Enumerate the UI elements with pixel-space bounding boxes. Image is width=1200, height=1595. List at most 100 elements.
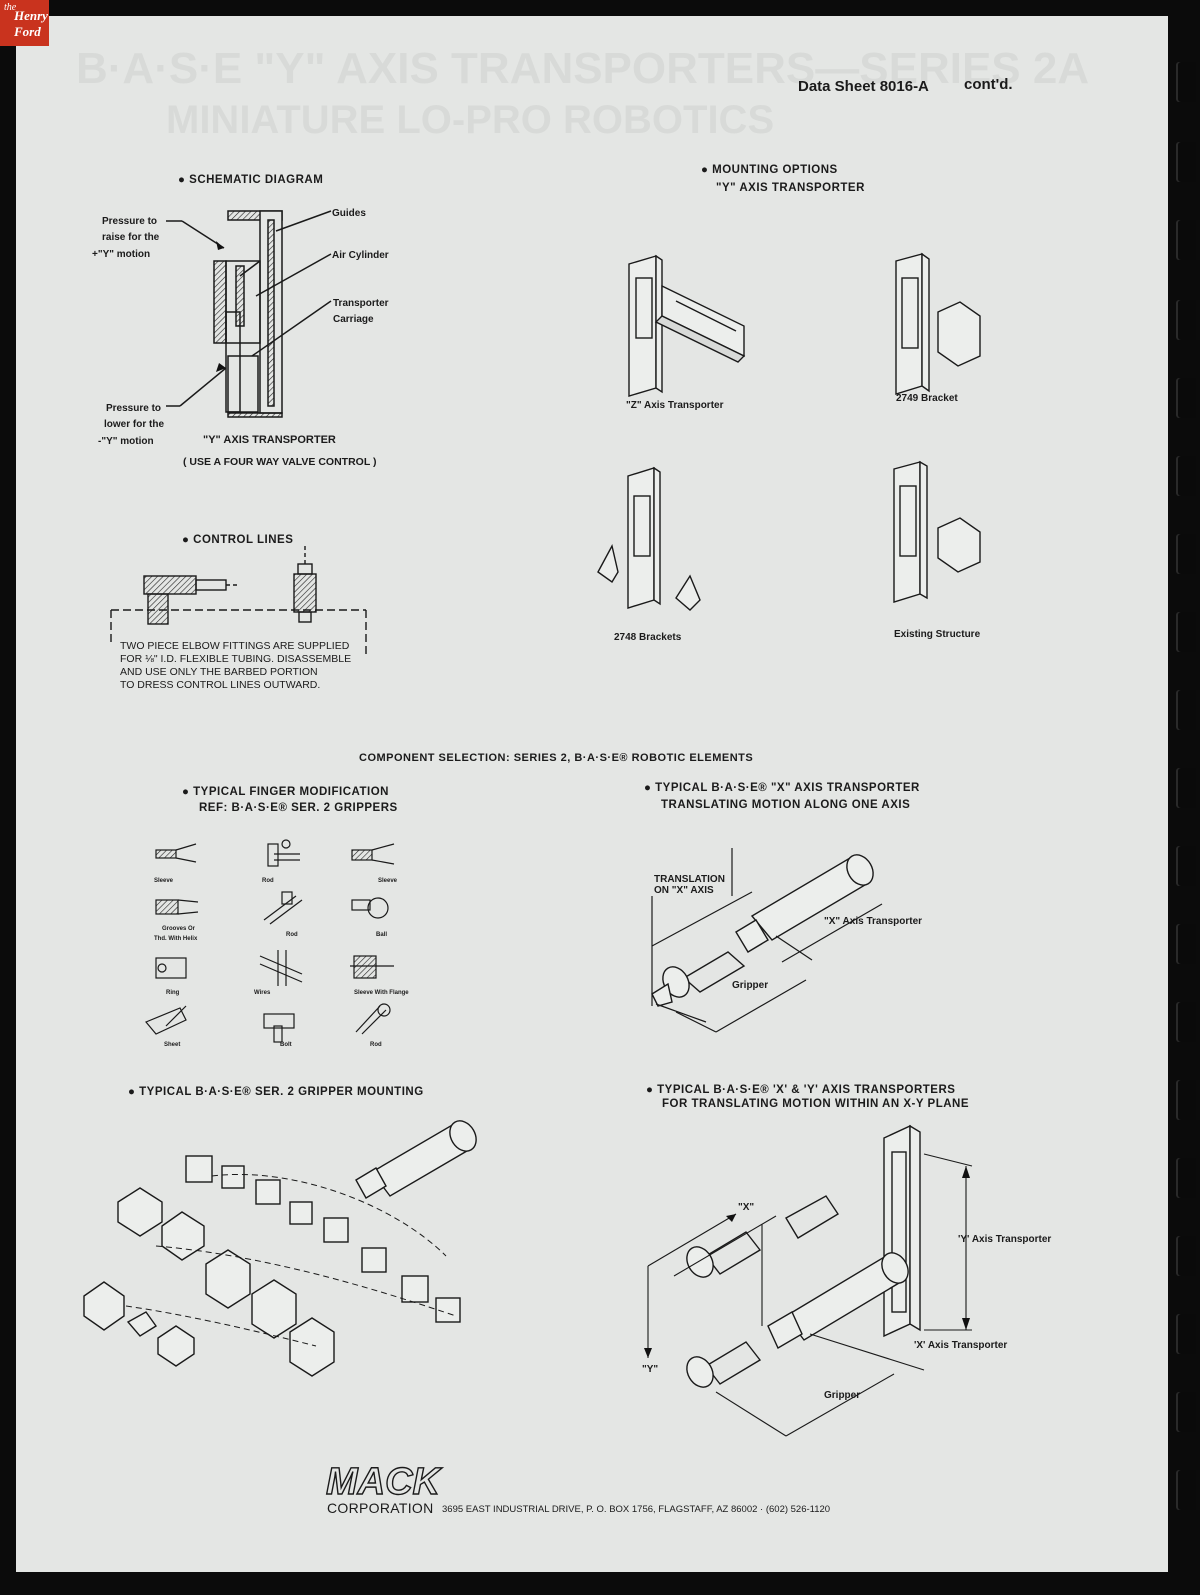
xy-gripper-label: Gripper	[824, 1390, 861, 1401]
air-cylinder-label: Air Cylinder	[332, 250, 389, 261]
transporter-label-1: Transporter	[333, 298, 389, 309]
finger-label-bolt: Bolt	[280, 1042, 292, 1048]
y-axis-caption: "Y" AXIS TRANSPORTER	[203, 434, 336, 446]
binder-ring	[1178, 142, 1196, 182]
gripper-mounting-heading: ● TYPICAL B·A·S·E® SER. 2 GRIPPER MOUNTI…	[128, 1086, 424, 1098]
schematic-heading: ● SCHEMATIC DIAGRAM	[178, 174, 324, 186]
finger-label-sleeve-2: Sleeve	[378, 878, 398, 884]
component-selection-heading: COMPONENT SELECTION: SERIES 2, B·A·S·E® …	[359, 752, 754, 764]
control-note-3: AND USE ONLY THE BARBED PORTION	[120, 666, 318, 678]
rod-finger-3	[355, 1003, 391, 1035]
y-axis-transporter-label: 'Y' Axis Transporter	[958, 1234, 1052, 1245]
sheet-title: Data Sheet 8016-A	[798, 78, 929, 95]
finger-label-rod-3: Rod	[370, 1042, 382, 1048]
valve-note: ( USE A FOUR WAY VALVE CONTROL )	[183, 456, 377, 468]
binder-ring	[1178, 534, 1196, 574]
binder-ring	[1178, 1392, 1196, 1432]
control-lines-heading: ● CONTROL LINES	[182, 534, 294, 546]
watermark-ford: Ford	[14, 24, 41, 39]
binder-ring	[1178, 1470, 1196, 1510]
wires-finger	[259, 950, 303, 986]
mounting-heading: ● MOUNTING OPTIONS	[701, 164, 838, 176]
rod-finger-2	[263, 891, 303, 925]
binder-ring	[1178, 1158, 1196, 1198]
gripper-bodies	[83, 1187, 335, 1377]
mounting-plates-row-1	[185, 1155, 461, 1323]
control-lines-heading-text: CONTROL LINES	[193, 534, 294, 546]
mounting-heading-text: MOUNTING OPTIONS	[712, 164, 838, 176]
control-note-4: TO DRESS CONTROL LINES OUTWARD.	[120, 679, 321, 691]
pressure-raise-label-2: raise for the	[102, 232, 160, 243]
binder-ring	[1178, 612, 1196, 652]
x-axis-gripper-label: Gripper	[732, 980, 769, 991]
sleeve-flange-finger	[350, 955, 394, 979]
footer-address: 3695 EAST INDUSTRIAL DRIVE, P. O. BOX 17…	[442, 1504, 831, 1515]
binder-ring	[1178, 1080, 1196, 1120]
finger-label-rod-2: Rod	[286, 932, 298, 938]
bracket-2749-label: 2749 Bracket	[896, 393, 958, 404]
finger-heading: ● TYPICAL FINGER MODIFICATION	[182, 786, 389, 798]
sleeve-finger-2	[351, 843, 395, 865]
xy-axis-subheading: FOR TRANSLATING MOTION WITHIN AN X-Y PLA…	[662, 1098, 969, 1110]
xy-x-label: "X"	[738, 1202, 755, 1213]
finger-subheading: REF: B·A·S·E® SER. 2 GRIPPERS	[199, 802, 398, 814]
x-axis-transporter-label: "X" Axis Transporter	[824, 916, 923, 927]
ring-finger	[155, 957, 187, 979]
sheet-cont: cont'd.	[964, 76, 1013, 93]
xy-axis-heading: ● TYPICAL B·A·S·E® 'X' & 'Y' AXIS TRANSP…	[646, 1084, 956, 1096]
finger-label-grooves-2: Thd. With Helix	[154, 936, 198, 942]
pressure-lower-label-3: -"Y" motion	[98, 436, 154, 447]
binder-ring	[1178, 690, 1196, 730]
control-note-1: TWO PIECE ELBOW FITTINGS ARE SUPPLIED	[120, 640, 350, 652]
translation-label-2: ON "X" AXIS	[654, 885, 714, 896]
binder-ring	[1178, 768, 1196, 808]
pressure-raise-label-1: Pressure to	[102, 216, 158, 227]
existing-structure-label: Existing Structure	[894, 629, 981, 640]
x-axis-transporter-label-2: 'X' Axis Transporter	[914, 1340, 1008, 1351]
finger-heading-text: TYPICAL FINGER MODIFICATION	[193, 786, 389, 798]
finger-label-wires: Wires	[254, 990, 271, 996]
mounting-options-drawings	[597, 252, 981, 611]
binder-ring	[1178, 378, 1196, 418]
gripper-mounting-heading-text: TYPICAL B·A·S·E® SER. 2 GRIPPER MOUNTING	[139, 1086, 424, 1098]
xy-y-label: "Y"	[642, 1364, 659, 1375]
finger-label-ring: Ring	[166, 990, 180, 996]
binder-ring	[1178, 456, 1196, 496]
pressure-lower-label-2: lower for the	[104, 419, 165, 430]
xy-axis-drawing	[644, 1124, 973, 1437]
cylinder-drawing	[355, 1120, 477, 1199]
show-through-ghost-2: MINIATURE LO-PRO ROBOTICS	[166, 98, 775, 142]
watermark-the: the	[4, 2, 17, 13]
sheet-finger	[145, 1005, 187, 1035]
finger-label-grooves-1: Grooves Or	[162, 926, 196, 932]
grooves-finger	[155, 899, 199, 915]
footer-corporation: CORPORATION	[327, 1500, 434, 1516]
z-axis-label: "Z" Axis Transporter	[626, 400, 724, 411]
watermark-henry: Henry	[14, 8, 48, 23]
control-lines-drawing	[110, 546, 367, 656]
binder-ring	[1178, 924, 1196, 964]
finger-label-sheet: Sheet	[164, 1042, 181, 1048]
pressure-raise-label-3: +"Y" motion	[92, 249, 151, 260]
binder-ring	[1178, 846, 1196, 886]
x-axis-subheading: TRANSLATING MOTION ALONG ONE AXIS	[661, 799, 911, 811]
mounting-subheading: "Y" AXIS TRANSPORTER	[716, 182, 865, 194]
finger-label-sleeve-1: Sleeve	[154, 878, 174, 884]
binder-rings	[1176, 0, 1200, 1595]
finger-label-rod-1: Rod	[262, 878, 274, 884]
binder-ring	[1178, 1236, 1196, 1276]
rod-finger-1	[267, 839, 300, 867]
show-through-ghost: B·A·S·E "Y" AXIS TRANSPORTERS—SERIES 2A	[76, 44, 1090, 93]
pressure-lower-label-1: Pressure to	[106, 403, 162, 414]
x-axis-transporter-drawing	[651, 848, 883, 1033]
control-note-2: FOR ⅛" I.D. FLEXIBLE TUBING. DISASSEMBLE	[120, 653, 352, 665]
xy-axis-heading-text: TYPICAL B·A·S·E® 'X' & 'Y' AXIS TRANSPOR…	[657, 1084, 956, 1096]
bolt-finger	[263, 1013, 295, 1043]
sleeve-finger-1	[155, 843, 197, 863]
brackets-2748-drawing	[597, 466, 701, 611]
schematic-diagram	[166, 210, 332, 418]
binder-ring	[1178, 300, 1196, 340]
binder-ring	[1178, 1002, 1196, 1042]
data-sheet-page: B·A·S·E "Y" AXIS TRANSPORTERS—SERIES 2A …	[16, 16, 1168, 1572]
brackets-2748-label: 2748 Brackets	[614, 632, 682, 643]
